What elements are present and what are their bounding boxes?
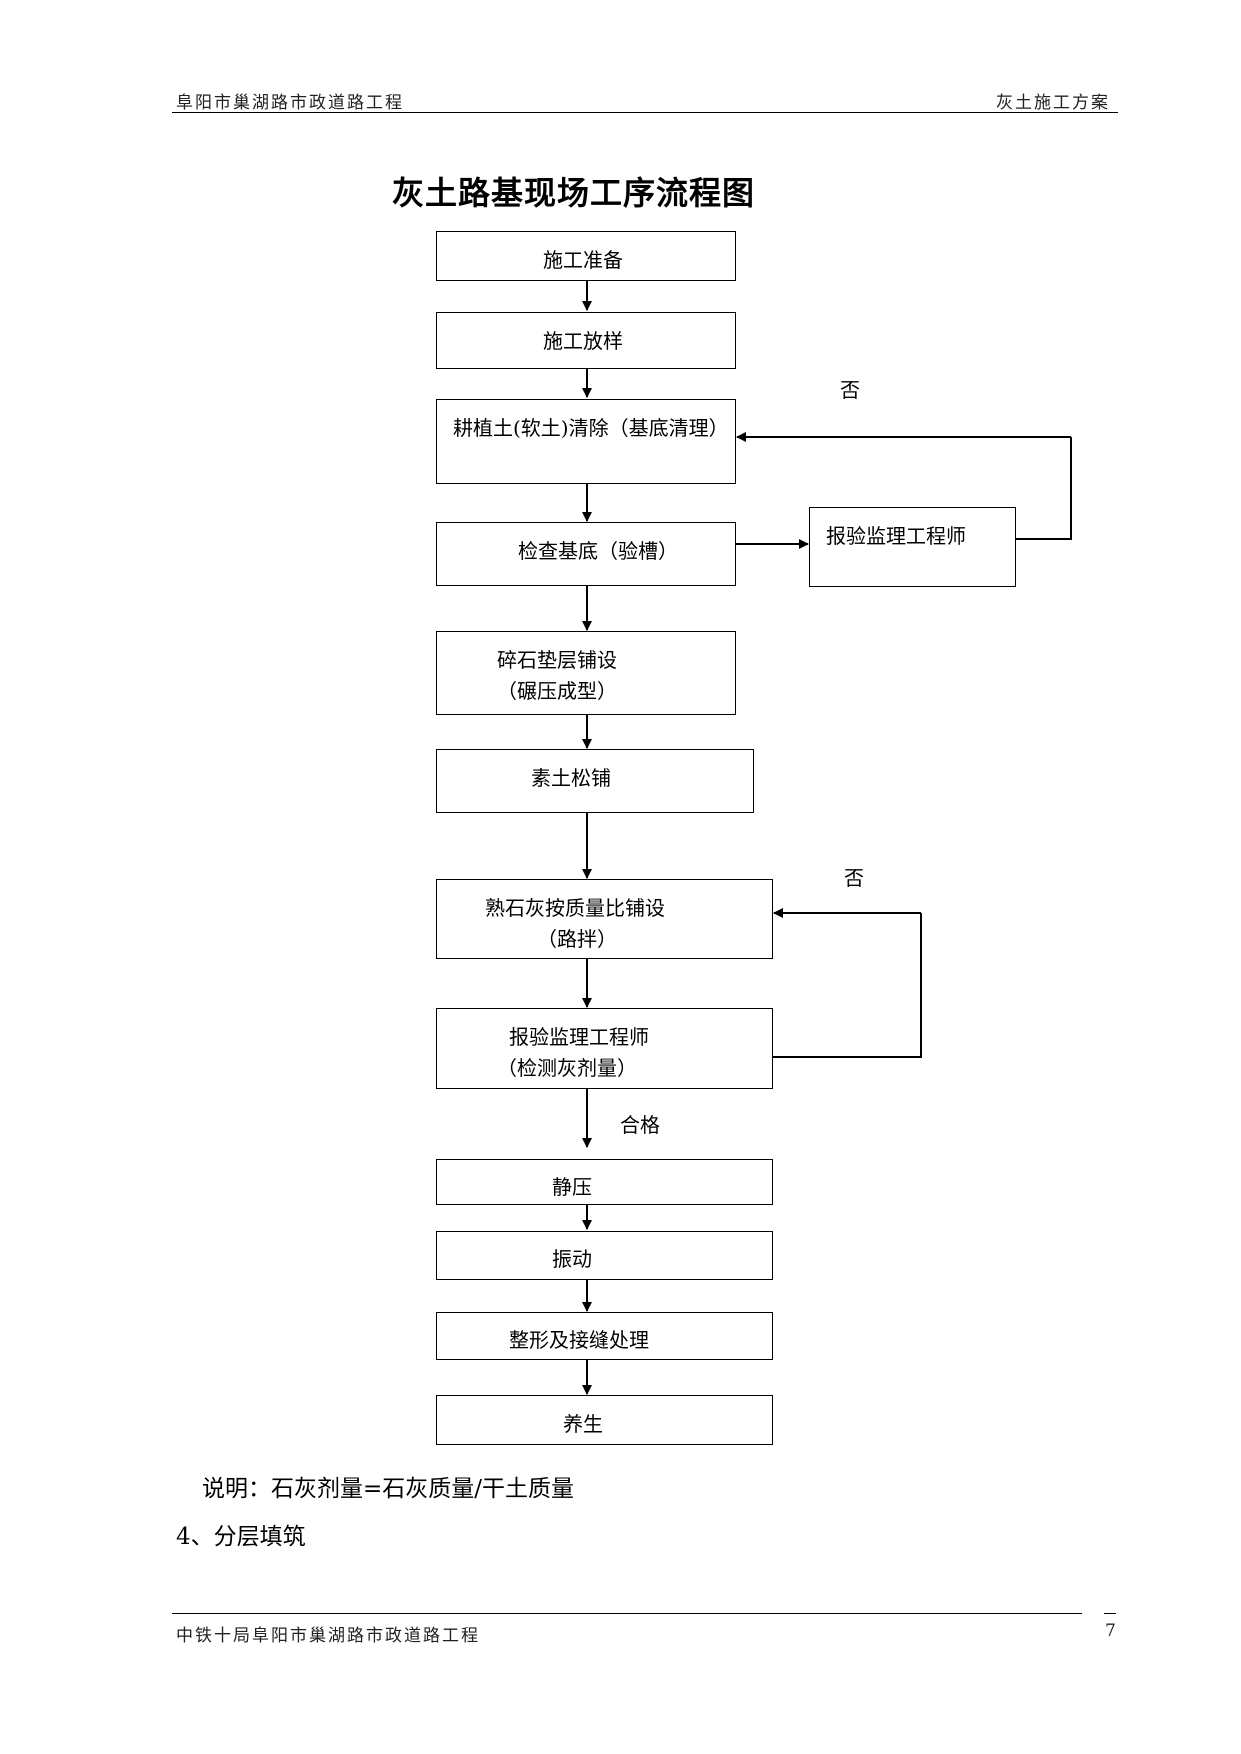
step-shape-label: 整形及接缝处理 bbox=[509, 1328, 649, 1352]
step-prep: 施工准备 bbox=[436, 231, 736, 281]
step-lime-line2: （路拌） bbox=[537, 927, 617, 951]
footer-left: 中铁十局阜阳市巢湖路市政道路工程 bbox=[176, 1626, 480, 1646]
note-text: 说明：石灰剂量=石灰质量/干土质量 bbox=[202, 1476, 575, 1502]
step-stakeout-label: 施工放样 bbox=[543, 329, 623, 353]
step-vibrate-label: 振动 bbox=[552, 1247, 592, 1271]
step-vibrate: 振动 bbox=[436, 1231, 773, 1280]
step-report-lime-line1: 报验监理工程师 bbox=[509, 1025, 649, 1049]
step-inspect-label: 检查基底（验槽） bbox=[518, 539, 678, 563]
footer-rule-short bbox=[1104, 1613, 1116, 1614]
step-clear-label: 耕植土(软土)清除（基底清理） bbox=[453, 416, 729, 440]
step-lime-line1: 熟石灰按质量比铺设 bbox=[485, 896, 665, 920]
step-loose-soil-label: 素土松铺 bbox=[531, 766, 611, 790]
section-heading: 4、分层填筑 bbox=[176, 1524, 306, 1550]
label-no-1: 否 bbox=[840, 378, 860, 402]
step-shape: 整形及接缝处理 bbox=[436, 1312, 773, 1360]
step-static: 静压 bbox=[436, 1159, 773, 1205]
step-report-lime-line2: （检测灰剂量） bbox=[497, 1056, 637, 1080]
footer-rule bbox=[172, 1613, 1082, 1614]
step-clear: 耕植土(软土)清除（基底清理） bbox=[436, 399, 736, 484]
loop-report2-to-lime bbox=[773, 913, 922, 1058]
step-inspect: 检查基底（验槽） bbox=[436, 522, 736, 586]
step-cure: 养生 bbox=[436, 1395, 773, 1445]
step-gravel-line1: 碎石垫层铺设 bbox=[497, 648, 617, 672]
step-gravel: 碎石垫层铺设 （碾压成型） bbox=[436, 631, 736, 715]
step-report-supervisor: 报验监理工程师 bbox=[809, 507, 1016, 587]
step-lime: 熟石灰按质量比铺设 （路拌） bbox=[436, 879, 773, 959]
step-prep-label: 施工准备 bbox=[543, 248, 623, 272]
label-pass: 合格 bbox=[620, 1113, 660, 1137]
step-report-supervisor-label: 报验监理工程师 bbox=[826, 524, 966, 548]
step-static-label: 静压 bbox=[552, 1175, 592, 1199]
header-rule bbox=[172, 112, 1118, 113]
step-cure-label: 养生 bbox=[563, 1412, 603, 1436]
step-report-lime: 报验监理工程师 （检测灰剂量） bbox=[436, 1008, 773, 1089]
loop-report1-to-clear bbox=[1016, 437, 1072, 540]
page-title: 灰土路基现场工序流程图 bbox=[392, 174, 756, 212]
step-stakeout: 施工放样 bbox=[436, 312, 736, 369]
step-gravel-line2: （碾压成型） bbox=[497, 679, 617, 703]
page-number: 7 bbox=[1105, 1621, 1118, 1641]
header-left: 阜阳市巢湖路市政道路工程 bbox=[176, 93, 404, 113]
header-right: 灰土施工方案 bbox=[996, 93, 1110, 113]
label-no-2: 否 bbox=[844, 866, 864, 890]
step-loose-soil: 素土松铺 bbox=[436, 749, 754, 813]
